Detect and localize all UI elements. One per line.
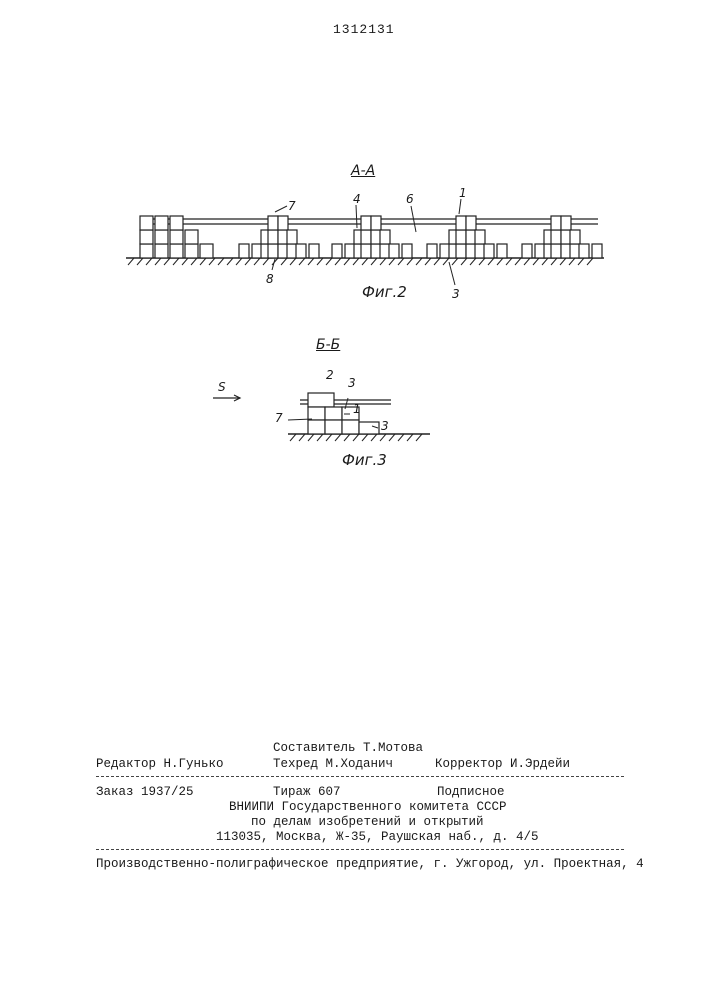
fig3-section-label: Б-Б [316,337,340,353]
org-line-2: по делам изобретений и открытий [251,815,484,829]
org-address: 113035, Москва, Ж-35, Раушская наб., д. … [216,830,539,844]
org-line-1: ВНИИПИ Государственного комитета СССР [229,800,507,814]
block [268,244,278,258]
block [361,230,371,244]
block [456,216,466,230]
block [200,244,213,258]
block [389,244,399,258]
block [185,244,198,258]
order-line: Заказ 1937/25 [96,785,194,799]
block [456,230,466,244]
block [278,216,288,230]
block [361,216,371,230]
divider [96,849,624,850]
block [287,230,297,244]
block [268,216,278,230]
fig2-label-1: 1 [459,186,467,200]
block [592,244,602,258]
block [140,244,153,258]
block [185,230,198,244]
fig2-label-8: 8 [266,272,274,286]
block [570,230,580,244]
fig2-blocks [140,216,602,258]
subscription-line: Подписное [437,785,505,799]
editor-line: Редактор Н.Гунько [96,757,224,771]
techred-line: Техред М.Ходанич [273,757,393,771]
flow-symbol: S [218,380,226,394]
fig3-label-3a: 3 [348,376,356,390]
block [239,244,249,258]
fig2-label-4: 4 [353,192,361,206]
block [579,244,589,258]
block [170,244,183,258]
fig3-label-1: 1 [353,402,361,416]
circulation-line: Тираж 607 [273,785,341,799]
fig3-label-2: 2 [326,368,334,382]
block [170,230,183,244]
block [427,244,437,258]
block [155,216,168,230]
block [456,244,466,258]
fig2-label-6: 6 [406,192,414,206]
divider [96,776,624,777]
block [551,216,561,230]
fig2-caption: Фиг.2 [362,283,407,301]
block [484,244,494,258]
block [466,216,476,230]
block [371,216,381,230]
fig3-caption: Фиг.3 [342,451,387,469]
fig2-label-3: 3 [452,287,460,301]
block [522,244,532,258]
block [155,230,168,244]
fig3-block-2 [308,393,334,407]
fig2-ground-hatching [128,258,593,265]
block [380,230,390,244]
printer-line: Производственно-полиграфическое предприя… [96,857,644,871]
block [332,244,342,258]
block [140,216,153,230]
block [561,216,571,230]
block [296,244,306,258]
block [551,230,561,244]
block [140,230,153,244]
fig3-label-7: 7 [275,411,283,425]
block [497,244,507,258]
fig2-label-7: 7 [288,199,296,213]
block [475,230,485,244]
block [402,244,412,258]
corrector-line: Корректор И.Эрдейи [435,757,570,771]
fig3-label-3b: 3 [381,419,389,433]
compiler-line: Составитель Т.Мотова [273,741,423,755]
block [309,244,319,258]
fig2-section-label: А-А [351,163,375,179]
block [361,244,371,258]
fig3-drawing [213,393,430,434]
block [268,230,278,244]
block [155,244,168,258]
block [551,244,561,258]
block [170,216,183,230]
